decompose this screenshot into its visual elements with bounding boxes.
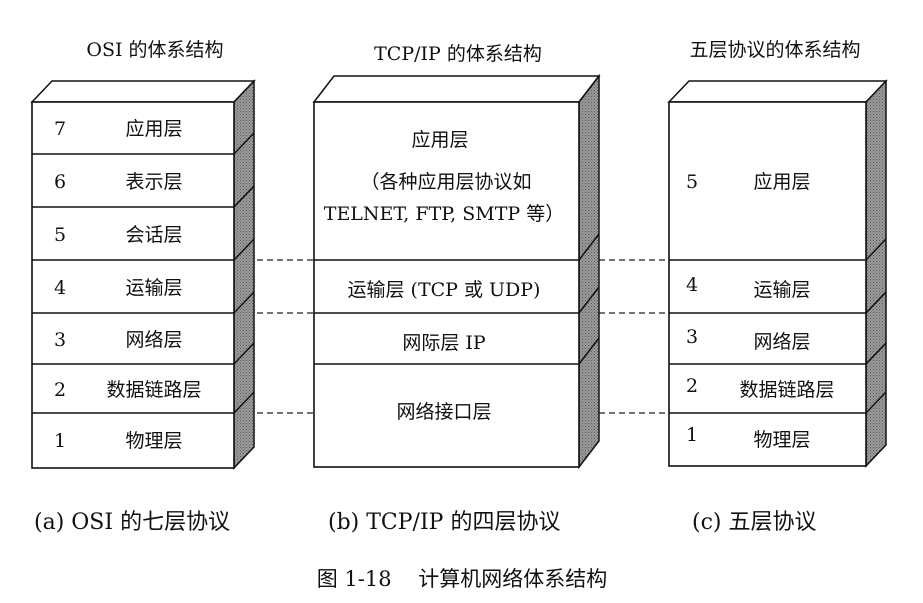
five-layer-number: 1 [686,424,698,446]
five-layer-column-title: 五层协议的体系结构 [689,39,860,61]
osi-side-divider [233,342,255,365]
five-layer-label: 应用层 [753,171,810,193]
osi-column-title: OSI 的体系结构 [86,39,223,61]
five-layer-side-divider [865,342,887,365]
osi-layer-number: 1 [54,430,66,452]
five-layer-side-divider [865,291,887,314]
osi-layer-label: 应用层 [125,118,182,140]
tcpip-layer-note: TELNET, FTP, SMTP 等） [324,203,564,225]
five-layer-label: 运输层 [753,279,810,301]
five-layer-label: 数据链路层 [739,379,834,401]
five-layer-number: 3 [686,326,698,348]
tcpip-layer-label: 运输层 (TCP 或 UDP) [348,279,541,301]
osi-layer-number: 2 [54,379,66,401]
tcpip-side-divider [578,337,600,365]
five-layer-side-divider [865,238,887,261]
osi-side-divider [233,132,255,155]
osi-layer-number: 7 [54,118,66,140]
osi-layer-label: 会话层 [125,224,182,246]
five-layer-number: 5 [686,171,698,193]
osi-side-divider [233,291,255,314]
five-layer-number: 2 [686,375,698,397]
osi-front-face [31,101,235,469]
five-layer-top-face [667,80,888,103]
tcpip-side-divider [578,286,600,314]
tcpip-layer-label: 应用层 [411,129,468,151]
figure-caption: 图 1-18 计算机网络体系结构 [317,567,608,591]
five-layer-side-face [865,79,887,468]
osi-side-divider [233,391,255,414]
osi-layer-number: 6 [54,171,66,193]
osi-layer-label: 数据链路层 [106,379,201,401]
osi-layer-number: 3 [54,329,66,351]
osi-layer-label: 运输层 [125,277,182,299]
osi-top-face [30,80,256,103]
osi-layer-label: 网络层 [125,329,182,351]
tcpip-layer-label: 网际层 IP [402,332,486,354]
five-layer-stack: 5 应用层 4 运输层 3 网络层 2 数据链路层 1 物理层 [667,79,888,468]
osi-stack: 7 应用层 6 表示层 5 会话层 4 运输层 3 网络层 2 数据链路层 1 … [30,79,256,470]
five-layer-side-divider [865,391,887,414]
tcpip-subcaption: (b) TCP/IP 的四层协议 [328,510,560,535]
five-layer-number: 4 [686,274,698,296]
osi-layer-label: 表示层 [125,171,182,193]
tcpip-front-face [313,101,580,468]
five-layer-subcaption: (c) 五层协议 [692,510,816,535]
tcpip-layer-note: （各种应用层协议如 [360,171,531,193]
tcpip-stack: 应用层 （各种应用层协议如 TELNET, FTP, SMTP 等） 运输层 (… [312,73,601,470]
five-layer-label: 网络层 [753,331,810,353]
osi-side-divider [233,238,255,261]
tcpip-layer-label: 网络接口层 [396,401,491,423]
osi-side-divider [233,185,255,208]
tcpip-side-face [578,73,600,470]
tcpip-column-title: TCP/IP 的体系结构 [374,43,542,65]
osi-layer-number: 5 [54,224,66,246]
osi-subcaption: (a) OSI 的七层协议 [34,510,230,535]
tcpip-top-face [312,75,601,103]
osi-layer-number: 4 [54,277,66,299]
osi-layer-label: 物理层 [125,430,182,452]
five-layer-label: 物理层 [753,429,810,451]
tcpip-side-divider [578,233,600,261]
five-layer-front-face [668,101,867,467]
